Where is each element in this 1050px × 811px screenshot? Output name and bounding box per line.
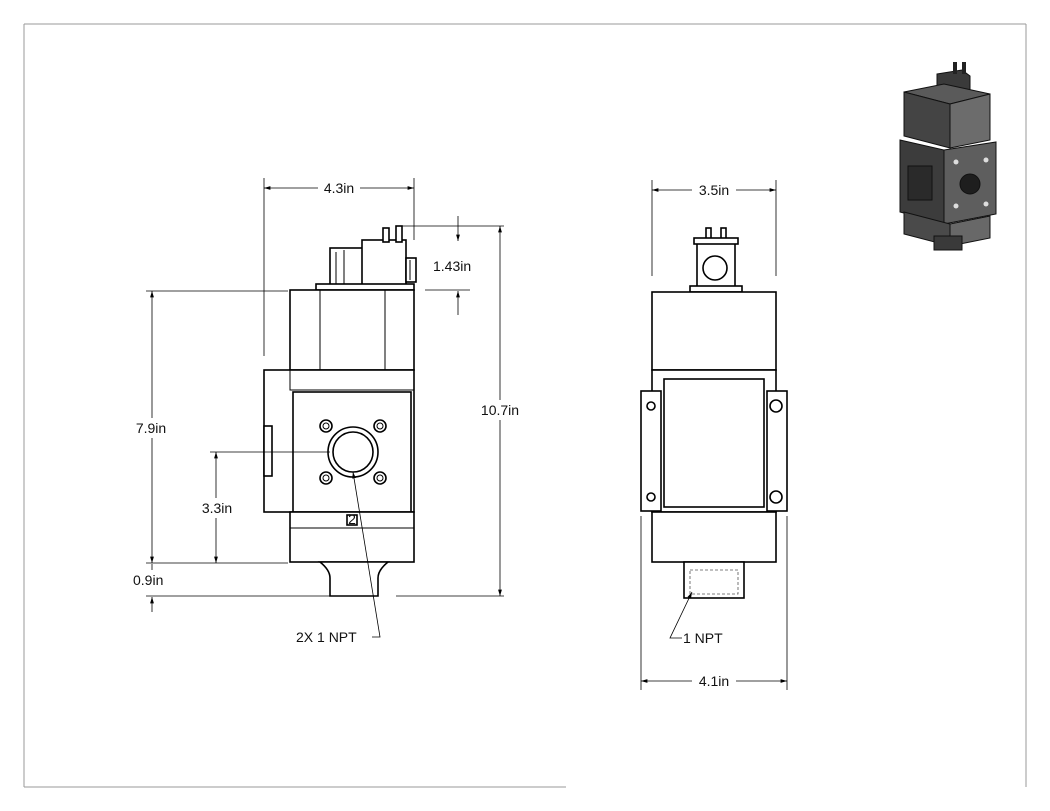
bottom-dimension: 0.9in <box>133 572 163 588</box>
side-lower-body <box>651 511 777 563</box>
side-window <box>663 378 765 508</box>
front-bottom-outlet <box>317 561 391 597</box>
port-callout-leader <box>352 471 381 638</box>
front-extension-lines <box>146 178 504 597</box>
port-height-dimension: 3.3in <box>202 500 232 516</box>
side-port-callout-leader <box>669 591 693 639</box>
front-upper-body <box>289 289 415 371</box>
port-number-label: 2 <box>348 511 356 527</box>
side-view: 3.5in 4.1in 1 NPT <box>640 180 788 690</box>
side-extension-lines <box>640 180 788 690</box>
overall-height-dimension: 10.7in <box>481 402 519 418</box>
front-connector <box>315 225 417 291</box>
side-right-flange <box>766 390 788 512</box>
front-port <box>327 426 379 478</box>
top-width-dimension: 3.5in <box>699 182 729 198</box>
isometric-render <box>899 62 997 251</box>
side-port-callout: 1 NPT <box>683 630 723 646</box>
side-connector <box>689 227 743 293</box>
connector-height-dimension: 1.43in <box>433 258 471 274</box>
bottom-width-dimension: 4.1in <box>699 673 729 689</box>
front-view: 2 4.3in 1.43in 10.7in 7.9in <box>130 178 524 645</box>
front-bolt-holes <box>319 419 387 485</box>
side-upper-body <box>651 291 777 371</box>
side-left-flange <box>640 390 662 512</box>
side-bottom-outlet <box>683 561 745 599</box>
body-height-dimension: 7.9in <box>136 420 166 436</box>
width-dimension: 4.3in <box>324 180 354 196</box>
port-callout: 2X 1 NPT <box>296 629 357 645</box>
drawing-frame <box>23 23 1027 788</box>
